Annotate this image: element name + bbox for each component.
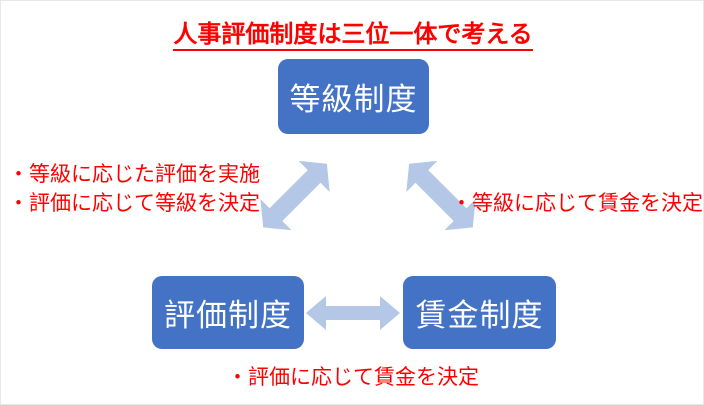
node-grade-system-label: 等級制度: [289, 82, 418, 117]
note-left: ・等級に応じた評価を実施 ・評価に応じて等級を決定: [8, 160, 260, 218]
note-bottom: ・評価に応じて賃金を決定: [1, 363, 703, 392]
page-title-text: 人事評価制度は三位一体で考える: [173, 21, 533, 51]
node-evaluation-system[interactable]: 評価制度: [152, 276, 304, 349]
note-left-line-1: ・等級に応じた評価を実施: [8, 163, 260, 186]
note-left-line-2: ・評価に応じて等級を決定: [8, 192, 260, 215]
note-bottom-line-1: ・評価に応じて賃金を決定: [227, 366, 479, 389]
note-right: ・等級に応じて賃金を決定: [451, 189, 703, 218]
double-headed-arrow-icon-eval-to-wage: [306, 296, 400, 330]
double-headed-arrow-icon-eval-to-grade: [260, 160, 330, 231]
node-wage-system-label: 賃金制度: [415, 298, 544, 333]
double-headed-arrow-icon-grade-to-wage: [406, 160, 476, 231]
node-evaluation-system-label: 評価制度: [164, 298, 292, 333]
node-grade-system[interactable]: 等級制度: [278, 59, 429, 134]
note-right-line-1: ・等級に応じて賃金を決定: [451, 192, 703, 215]
page-title: 人事評価制度は三位一体で考える: [1, 14, 703, 51]
node-wage-system[interactable]: 賃金制度: [403, 276, 556, 349]
